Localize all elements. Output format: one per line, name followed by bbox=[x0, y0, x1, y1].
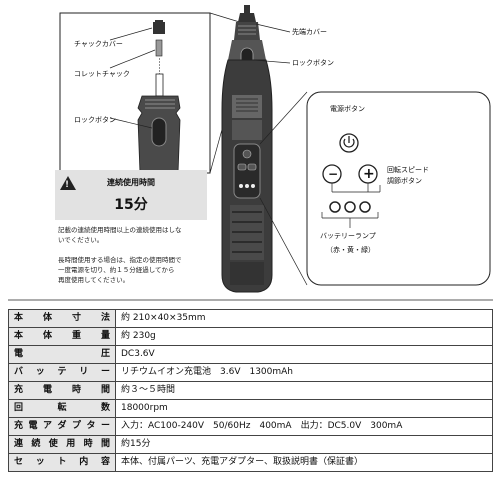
collet-chuck-label: コレットチャック bbox=[74, 70, 130, 78]
spec-value: 18000rpm bbox=[115, 399, 493, 418]
battery-lamp-label: バッテリーランプ bbox=[320, 232, 376, 240]
spec-value: リチウムイオン充電池 3.6V 1300mAh bbox=[115, 363, 493, 382]
spec-label: セット内容 bbox=[8, 453, 116, 472]
spec-label: 回転数 bbox=[8, 399, 116, 418]
detail-box bbox=[59, 12, 211, 174]
table-row: 本体寸法約 210×40×35mm bbox=[8, 309, 493, 328]
lock-button-left-label: ロックボタン bbox=[74, 116, 116, 124]
spec-value: 約 230g bbox=[115, 327, 493, 346]
spec-label: 連続使用時間 bbox=[8, 435, 116, 454]
spec-value: DC3.6V bbox=[115, 345, 493, 364]
spec-value: 約３～５時間 bbox=[115, 381, 493, 400]
spec-value: 入力：AC100-240V 50/60Hz 400mA 出力：DC5.0V 30… bbox=[115, 417, 493, 436]
warning-icon-mark: ! bbox=[65, 180, 70, 190]
note-line: 一度電源を切り、約１５分経過してから bbox=[58, 266, 175, 274]
spec-label: 充電アダプター bbox=[8, 417, 116, 436]
product-diagram bbox=[8, 5, 493, 301]
collet-chuck-part bbox=[155, 39, 163, 57]
table-row: セット内容本体、付属パーツ、充電アダプター、取扱説明書（保証書） bbox=[8, 453, 493, 472]
spec-value: 本体、付属パーツ、充電アダプター、取扱説明書（保証書） bbox=[115, 453, 493, 472]
warning-icon bbox=[60, 176, 76, 190]
power-button-diagram bbox=[339, 133, 359, 153]
battery-lamps-diagram bbox=[329, 201, 371, 213]
speed-button-label-2: 調節ボタン bbox=[387, 177, 422, 185]
power-button-label: 電源ボタン bbox=[330, 105, 365, 113]
spec-label: 本体寸法 bbox=[8, 309, 116, 328]
plus-symbol: + bbox=[363, 166, 375, 182]
minus-symbol: − bbox=[328, 167, 339, 181]
spec-label: 本体重量 bbox=[8, 327, 116, 346]
note-paragraph-2: 長時間使用する場合は、指定の使用時間で 一度電源を切り、約１５分経過してから 再… bbox=[58, 255, 208, 285]
chuck-cover-part bbox=[153, 20, 165, 34]
spec-label: 充電時間 bbox=[8, 381, 116, 400]
table-row: 連続使用時間約15分 bbox=[8, 435, 493, 454]
usage-time-note: 連続使用時間 15分 bbox=[55, 170, 207, 220]
note-title: 連続使用時間 bbox=[107, 178, 155, 187]
control-panel-box bbox=[306, 91, 491, 286]
spec-value: 約 210×40×35mm bbox=[115, 309, 493, 328]
spec-label: バッテリー bbox=[8, 363, 116, 382]
note-line: いでください。 bbox=[58, 236, 104, 244]
spec-label: 電圧 bbox=[8, 345, 116, 364]
note-line: 長時間使用する場合は、指定の使用時間で bbox=[58, 256, 182, 264]
note-line: 再度使用してください。 bbox=[58, 276, 130, 284]
table-row: 本体重量約 230g bbox=[8, 327, 493, 346]
speed-button-label-1: 回転スピード bbox=[387, 166, 429, 174]
battery-lamp-colors: （赤・黄・緑） bbox=[326, 246, 375, 254]
table-row: 充電時間約３～５時間 bbox=[8, 381, 493, 400]
tip-cover-label: 先端カバー bbox=[292, 28, 327, 36]
note-line: 記載の連続使用時間以上の連続使用はしな bbox=[58, 226, 182, 234]
tool-closeup bbox=[137, 95, 181, 174]
table-row: 充電アダプター入力：AC100-240V 50/60Hz 400mA 出力：DC… bbox=[8, 417, 493, 436]
note-duration: 15分 bbox=[114, 197, 148, 213]
note-paragraph-1: 記載の連続使用時間以上の連続使用はしな いでください。 bbox=[58, 225, 208, 245]
lock-button-right-label: ロックボタン bbox=[292, 59, 334, 67]
table-row: バッテリーリチウムイオン充電池 3.6V 1300mAh bbox=[8, 363, 493, 382]
rotary-tool-body bbox=[221, 5, 273, 293]
chuck-cover-label: チャックカバー bbox=[74, 40, 123, 48]
spec-value: 約15分 bbox=[115, 435, 493, 454]
